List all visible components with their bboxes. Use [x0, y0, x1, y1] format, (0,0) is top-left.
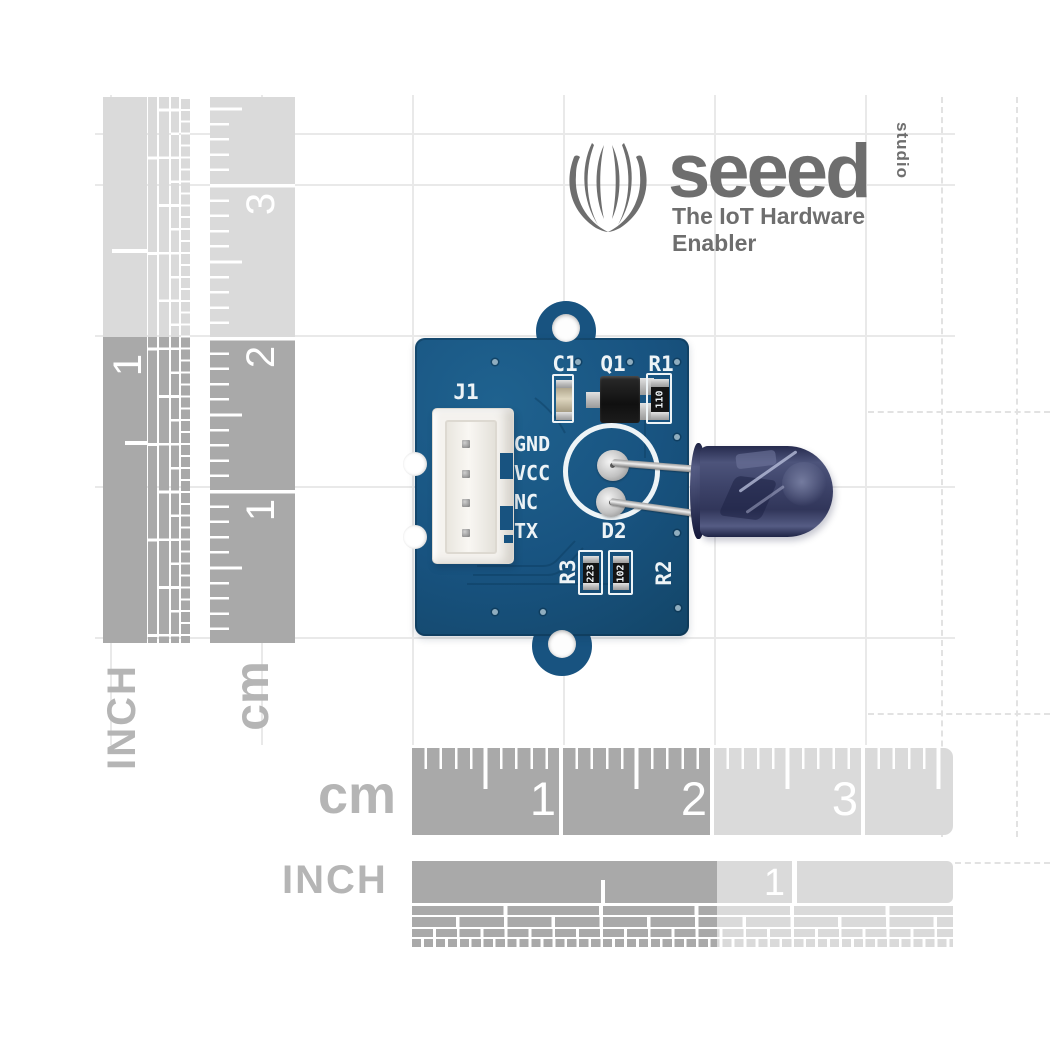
- q1-transistor: [600, 376, 640, 423]
- label-q1: Q1: [600, 352, 626, 376]
- bottom-inch-unit-label: INCH: [282, 858, 388, 902]
- r3-end: [583, 556, 599, 563]
- r1-value: 110: [654, 390, 666, 409]
- via: [674, 530, 680, 536]
- connector-pin-2: [462, 470, 470, 478]
- left-inch-thirtyseconds: [181, 97, 190, 643]
- r2-resistor: 102: [613, 563, 629, 583]
- label-j1: J1: [453, 380, 479, 404]
- via: [674, 434, 680, 440]
- connector-pin-3: [462, 499, 470, 507]
- q1-pad-left: [586, 392, 602, 408]
- connector-notch: [504, 535, 513, 543]
- pin-label-tx: TX: [514, 519, 539, 543]
- r1-end: [651, 412, 669, 420]
- pin-label-nc: NC: [514, 490, 539, 514]
- logo-wordmark: seeed: [668, 129, 872, 214]
- left-edge-notch-top: [403, 452, 427, 476]
- r3-outline: [578, 550, 603, 595]
- via: [540, 609, 546, 615]
- connector-notch: [500, 453, 513, 479]
- grove-connector-j1: [432, 408, 514, 564]
- r2-outline: [608, 550, 633, 595]
- r1-resistor: 110: [651, 387, 669, 412]
- left-cm-unit-label: cm: [226, 661, 279, 731]
- label-r1: R1: [648, 352, 674, 376]
- connector-pin-1: [462, 440, 470, 448]
- r1-end: [651, 379, 669, 387]
- left-inch-quarters: [148, 97, 157, 643]
- via: [575, 359, 581, 365]
- left-cm-number-1: 1: [238, 498, 283, 522]
- bottom-cm-number-1: 1: [529, 771, 556, 825]
- c1-outline: [552, 374, 574, 423]
- label-d2: D2: [601, 519, 627, 543]
- via: [675, 605, 681, 611]
- pin-label-gnd: GND: [514, 432, 551, 456]
- seeed-lotus-icon: [569, 143, 647, 232]
- label-r3: R3: [556, 559, 580, 585]
- inch-eighths-row: [412, 917, 953, 927]
- r1-outline: [646, 373, 672, 424]
- c1-capacitor: [555, 380, 572, 388]
- left-inch-sixteenths: [171, 97, 179, 643]
- bottom-cm-unit-label: cm: [318, 765, 397, 825]
- pin-label-vcc: VCC: [514, 461, 551, 485]
- connector-pin-4: [462, 529, 470, 537]
- label-c1: C1: [552, 352, 578, 376]
- bottom-cm-number-2: 2: [680, 771, 707, 825]
- bottom-cm-number-3: 3: [831, 771, 858, 825]
- logo-tagline: The IoT Hardware Enabler: [672, 203, 865, 256]
- r3-end: [583, 583, 599, 590]
- logo-studio-text: studio: [893, 122, 912, 179]
- left-cm-number-3: 3: [238, 192, 283, 216]
- bottom-inch-number-1: 1: [763, 861, 785, 904]
- left-inch-unit-label: INCH: [100, 664, 144, 770]
- bottom-mount-hole: [548, 630, 576, 658]
- inch-sixteenths-row: [412, 929, 953, 937]
- c1-body: [555, 388, 572, 412]
- r3-resistor: 223: [583, 563, 599, 583]
- connector-recess: [445, 420, 497, 554]
- c1-end: [555, 412, 572, 420]
- r2-end: [613, 556, 629, 563]
- left-inch-number-1: 1: [105, 353, 148, 377]
- top-mount-hole: [552, 314, 580, 342]
- q1-pad-right-top: [637, 378, 654, 395]
- left-inch-eighths: [159, 97, 169, 643]
- via: [674, 359, 680, 365]
- label-r2: R2: [652, 560, 676, 586]
- left-cm-number-2: 2: [238, 345, 283, 369]
- left-inch-main-column: 1: [103, 97, 147, 643]
- r2-end: [613, 583, 629, 590]
- led-dome-reflection: [782, 462, 826, 506]
- q1-pad-right-bottom: [637, 403, 654, 420]
- left-edge-notch-bottom: [403, 525, 427, 549]
- via: [492, 359, 498, 365]
- connector-notch: [500, 506, 513, 530]
- via: [627, 359, 633, 365]
- inch-quarters-row: [412, 906, 953, 915]
- via: [492, 609, 498, 615]
- inch-thirtyseconds-row: [412, 939, 953, 947]
- d2-silkscreen-circle: [563, 423, 660, 520]
